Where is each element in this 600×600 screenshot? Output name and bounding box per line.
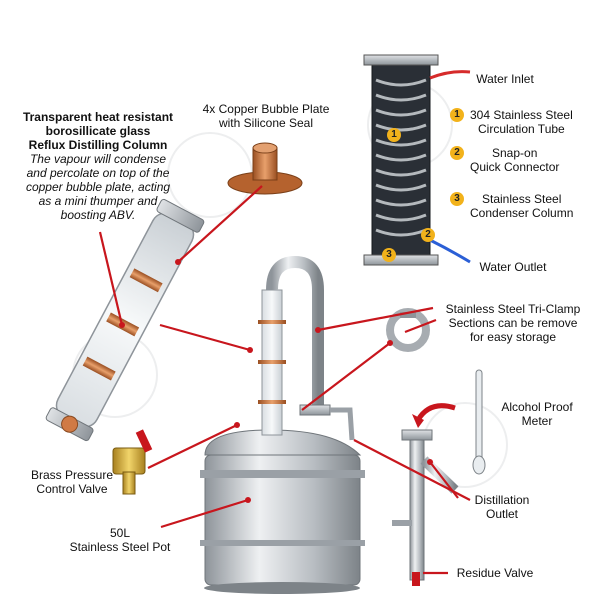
reflux-desc-line: as a mini thumper and (38, 194, 158, 208)
condenser-item-line: Snap-on (492, 146, 538, 160)
condenser-item-number: 2 (450, 146, 464, 160)
pot-line: 50L (109, 526, 131, 540)
water-outlet-label: Water Outlet (479, 260, 547, 274)
tri-clamp-line: Sections can be remove (448, 316, 578, 330)
condenser-item-line: Quick Connector (470, 160, 560, 174)
alcohol-meter (472, 369, 486, 475)
reflux-column-label: Transparent heat resistant borosillicate… (8, 110, 188, 222)
condenser-item-line: Stainless Steel (482, 192, 562, 206)
pot-line: Stainless Steel Pot (69, 540, 171, 554)
pressure-valve-label: Brass Pressure Control Valve (22, 468, 122, 496)
reflux-title-line: borosillicate glass (45, 124, 151, 138)
tri-clamp-line: for easy storage (469, 330, 557, 344)
distillation-outlet-label: Distillation Outlet (462, 493, 542, 521)
alcohol-meter-line: Alcohol Proof (501, 400, 573, 414)
reflux-desc-line: The vapour will condense (29, 152, 167, 166)
alcohol-meter-line: Meter (521, 414, 553, 428)
stainless-steel-pot (200, 255, 365, 594)
distillation-outlet-line: Distillation (474, 493, 530, 507)
brass-valve (112, 429, 153, 495)
reflux-title-line: Transparent heat resistant (22, 110, 174, 124)
copper-bubble-plate (227, 142, 303, 195)
badge-2: 2 (421, 228, 435, 242)
water-inlet-label: Water Inlet (476, 72, 534, 86)
pressure-valve-line: Control Valve (36, 482, 108, 496)
bubble-plate-line: 4x Copper Bubble Plate (202, 102, 330, 116)
reflux-glass-column (45, 198, 205, 442)
bubble-plate-label: 4x Copper Bubble Plate with Silicone Sea… (196, 102, 336, 130)
badge-1: 1 (387, 128, 401, 142)
tri-clamp-line: Stainless Steel Tri-Clamp (445, 302, 581, 316)
alcohol-meter-label: Alcohol Proof Meter (492, 400, 582, 428)
pot-label: 50L Stainless Steel Pot (60, 526, 180, 554)
condenser-item-line: Circulation Tube (478, 122, 565, 136)
distillation-parrot (392, 403, 459, 586)
reflux-desc-line: and percolate on top of the (26, 166, 170, 180)
badge-3: 3 (382, 248, 396, 262)
distillation-outlet-line: Outlet (485, 507, 518, 521)
pressure-valve-line: Brass Pressure (30, 468, 114, 482)
condenser-item-1: 1 304 Stainless Steel Circulation Tube (450, 108, 573, 136)
condenser-item-line: 304 Stainless Steel (470, 108, 573, 122)
residue-valve-label: Residue Valve (456, 566, 534, 580)
condenser-column (363, 54, 471, 266)
leader-lines (98, 185, 471, 575)
condenser-item-number: 1 (450, 108, 464, 122)
tri-clamp-label: Stainless Steel Tri-Clamp Sections can b… (430, 302, 596, 344)
reflux-desc-line: boosting ABV. (60, 208, 136, 222)
condenser-item-line: Condenser Column (470, 206, 574, 220)
condenser-item-2: 2 Snap-on Quick Connector (450, 146, 559, 174)
bubble-plate-line: with Silicone Seal (218, 116, 314, 130)
condenser-item-3: 3 Stainless Steel Condenser Column (450, 192, 573, 220)
reflux-title-line: Reflux Distilling Column (28, 138, 168, 152)
reflux-desc-line: copper bubble plate, acting (25, 180, 171, 194)
condenser-item-number: 3 (450, 192, 464, 206)
